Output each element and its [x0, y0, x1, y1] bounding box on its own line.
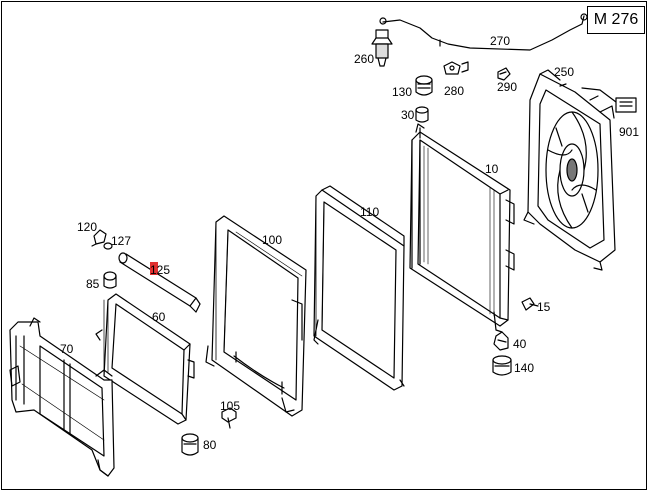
condenser-drawing [205, 215, 307, 417]
mount-40-drawing [493, 331, 509, 351]
model-label: M 276 [587, 6, 645, 34]
sensor-cable-drawing [379, 13, 588, 51]
sensor-260-drawing [371, 29, 393, 67]
callout-105[interactable]: 105 [220, 399, 240, 413]
callout-127[interactable]: 127 [111, 234, 131, 248]
callout-280[interactable]: 280 [444, 84, 464, 98]
receiver-dryer-drawing [118, 252, 201, 313]
callout-250[interactable]: 250 [554, 65, 574, 79]
cap-130-drawing [415, 75, 433, 96]
callout-10[interactable]: 10 [485, 162, 499, 176]
callout-270[interactable]: 270 [490, 34, 510, 48]
callout-60[interactable]: 60 [152, 310, 166, 324]
callout-15[interactable]: 15 [537, 300, 551, 314]
callout-120[interactable]: 120 [77, 220, 97, 234]
connector-901-drawing [581, 87, 637, 113]
o-ring-127-drawing [103, 242, 113, 250]
intercooler-drawing [95, 293, 195, 425]
callout-100[interactable]: 100 [262, 233, 282, 247]
front-carrier-drawing [9, 317, 115, 477]
clip-120-drawing [91, 229, 107, 247]
callout-70[interactable]: 70 [60, 342, 74, 356]
mount-140-drawing [492, 355, 512, 376]
callout-130[interactable]: 130 [392, 85, 412, 99]
fan-shroud-drawing [523, 69, 616, 271]
radiator-drawing [409, 123, 515, 333]
callout-125[interactable]: 125 [150, 263, 170, 277]
callout-140[interactable]: 140 [514, 361, 534, 375]
callout-110[interactable]: 110 [360, 205, 379, 219]
callout-40[interactable]: 40 [513, 337, 527, 351]
bushing-30-drawing [415, 106, 429, 123]
callout-30[interactable]: 30 [401, 108, 415, 122]
bolt-105-drawing [221, 407, 237, 429]
dryer-cap-drawing [103, 271, 117, 289]
radiator-frame-drawing [313, 185, 405, 391]
mount-80-drawing [181, 433, 199, 456]
callout-80[interactable]: 80 [203, 438, 217, 452]
clip-280-drawing [443, 61, 469, 75]
clip-290-drawing [497, 67, 511, 81]
callout-290[interactable]: 290 [497, 80, 517, 94]
bolt-15-drawing [521, 297, 539, 311]
callout-85[interactable]: 85 [86, 277, 100, 291]
callout-901[interactable]: 901 [619, 125, 639, 139]
callout-260[interactable]: 260 [354, 52, 374, 66]
highlight-marker [150, 262, 158, 275]
